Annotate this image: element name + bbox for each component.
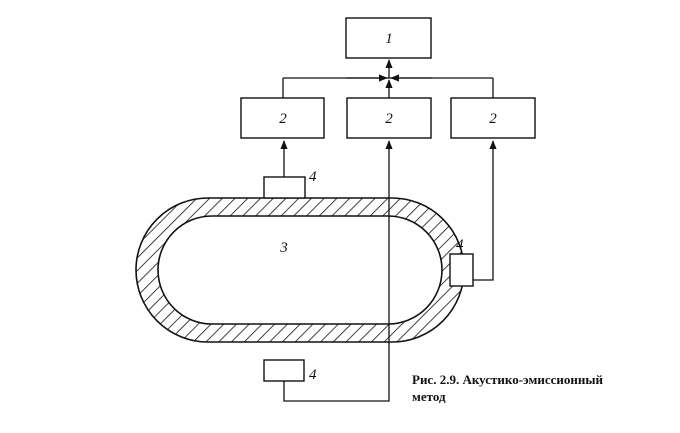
block-2-center-label: 2 xyxy=(385,111,393,127)
sensor-right: 4 xyxy=(449,237,474,287)
sensor-top-label: 4 xyxy=(309,169,317,185)
vessel: 3 xyxy=(135,197,465,343)
bus-lines xyxy=(282,59,494,98)
signal-wires xyxy=(280,140,497,402)
sensor-top: 4 xyxy=(263,169,317,199)
sensor-right-label: 4 xyxy=(456,237,464,253)
block-1-label: 1 xyxy=(385,31,393,47)
block-2-left: 2 xyxy=(240,97,325,139)
block-2-right: 2 xyxy=(450,97,536,139)
sensor-bottom: 4 xyxy=(263,359,317,383)
block-2-right-label: 2 xyxy=(489,111,497,127)
block-2-left-label: 2 xyxy=(279,111,287,127)
figure-caption: Рис. 2.9. Акустико-эмиссионный метод xyxy=(412,371,674,405)
block-1: 1 xyxy=(345,17,432,59)
sensor-bottom-label: 4 xyxy=(309,367,317,383)
vessel-label: 3 xyxy=(279,240,288,256)
caption-line-1: Рис. 2.9. Акустико-эмиссионный xyxy=(412,372,604,387)
block-2-center: 2 xyxy=(346,97,432,139)
caption-line-2: метод xyxy=(412,389,446,404)
